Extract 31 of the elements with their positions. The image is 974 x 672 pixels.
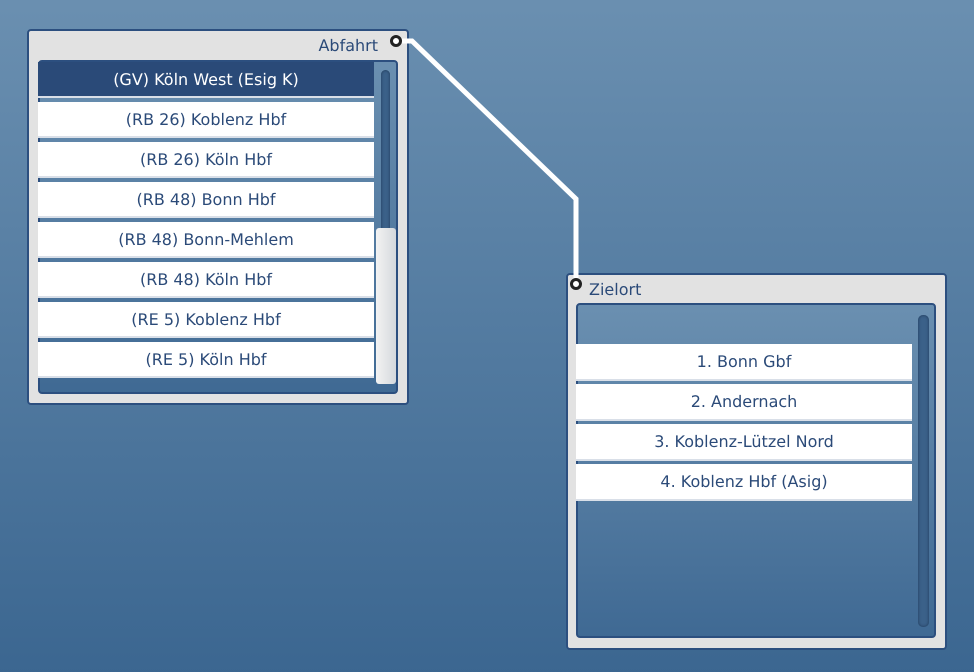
list-item-label: 2. Andernach xyxy=(690,392,798,411)
list-item xyxy=(38,62,374,98)
panel-title: Zielort xyxy=(589,280,642,299)
list-item xyxy=(38,262,374,298)
list-item-label: (RB 26) Köln Hbf xyxy=(140,150,272,168)
list-item xyxy=(38,342,374,378)
list-item-label: (RE 5) Koblenz Hbf xyxy=(131,310,281,328)
list-item xyxy=(576,384,912,421)
port-icon xyxy=(390,35,402,47)
list-item-label: (RB 48) Bonn Hbf xyxy=(136,190,276,208)
list-item xyxy=(38,142,374,178)
list-item xyxy=(38,102,374,138)
node-panel xyxy=(566,273,947,650)
list-item xyxy=(38,182,374,218)
port-icon xyxy=(570,278,582,290)
list-item-label: 1. Bonn Gbf xyxy=(696,352,792,371)
list-item-label: (RB 48) Köln Hbf xyxy=(140,270,272,288)
list-item-label: (RB 26) Koblenz Hbf xyxy=(126,110,286,128)
list-item-label: (GV) Köln West (Esig K) xyxy=(113,70,299,88)
list-item xyxy=(576,344,912,381)
list-item xyxy=(38,302,374,338)
list-item xyxy=(576,464,912,501)
list-item-label: 3. Koblenz-Lützel Nord xyxy=(654,432,834,451)
list-item-label: (RE 5) Köln Hbf xyxy=(145,350,267,368)
node-panel xyxy=(27,29,409,405)
connector-line xyxy=(402,38,578,278)
list-item-label: (RB 48) Bonn-Mehlem xyxy=(118,230,294,248)
panel-title: Abfahrt xyxy=(318,36,378,55)
list-item-label: 4. Koblenz Hbf (Asig) xyxy=(660,472,828,491)
list-item xyxy=(576,424,912,461)
list-item xyxy=(38,222,374,258)
